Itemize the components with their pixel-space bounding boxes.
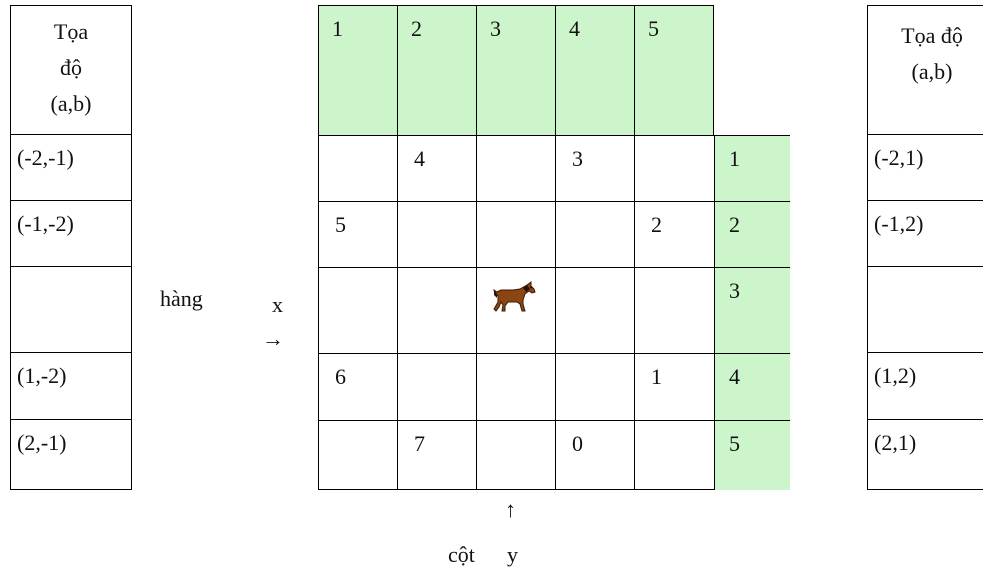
board-cell bbox=[397, 201, 476, 267]
right-table-row-1: (-2,1) bbox=[867, 135, 983, 201]
knight-cell bbox=[476, 267, 555, 353]
right-table-value: (2,1) bbox=[874, 430, 917, 455]
right-table-header: Tọa độ (a,b) bbox=[867, 5, 983, 135]
horse-icon bbox=[493, 281, 536, 312]
board-cell bbox=[318, 420, 397, 490]
row-number: 1 bbox=[729, 146, 740, 171]
column-label: cột bbox=[448, 542, 475, 567]
left-header-line-2: độ bbox=[60, 55, 82, 80]
move-number: 7 bbox=[414, 431, 425, 456]
board-cell bbox=[476, 420, 555, 490]
row-number-cell: 4 bbox=[714, 353, 790, 420]
column-number-cell: 4 bbox=[555, 5, 634, 135]
move-number: 2 bbox=[651, 212, 662, 237]
column-number: 3 bbox=[490, 16, 501, 41]
row-number: 5 bbox=[729, 431, 740, 456]
column-number-cell: 3 bbox=[476, 5, 555, 135]
board-cell bbox=[476, 201, 555, 267]
left-table-row-4: (1,-2) bbox=[10, 353, 132, 420]
right-table-value: (-2,1) bbox=[874, 145, 924, 170]
board-cell bbox=[318, 135, 397, 201]
board-cell: 7 bbox=[397, 420, 476, 490]
right-table-row-4: (1,2) bbox=[867, 353, 983, 420]
row-number: 4 bbox=[729, 364, 740, 389]
right-header-line-2: (a,b) bbox=[911, 59, 953, 84]
board-cell: 3 bbox=[555, 135, 634, 201]
left-header-line-3: (a,b) bbox=[50, 91, 92, 116]
left-table-row-2: (-1,-2) bbox=[10, 201, 132, 267]
left-table-row-1: (-2,-1) bbox=[10, 135, 132, 201]
row-number: 2 bbox=[729, 212, 740, 237]
right-table-value: (1,2) bbox=[874, 363, 917, 388]
left-table-row-3 bbox=[10, 267, 132, 353]
left-table-value: (-1,-2) bbox=[17, 211, 74, 236]
column-number: 5 bbox=[648, 16, 659, 41]
row-number-cell: 1 bbox=[714, 135, 790, 201]
board-cell bbox=[634, 420, 714, 490]
column-number: 4 bbox=[569, 16, 580, 41]
board-cell: 0 bbox=[555, 420, 634, 490]
left-table-value: (2,-1) bbox=[17, 430, 67, 455]
right-table-row-3 bbox=[867, 267, 983, 353]
column-number: 1 bbox=[332, 16, 343, 41]
right-header-line-1: Tọa độ bbox=[901, 23, 963, 48]
row-number-cell: 3 bbox=[714, 267, 790, 353]
move-number: 3 bbox=[572, 146, 583, 171]
right-table-value: (-1,2) bbox=[874, 211, 924, 236]
move-number: 5 bbox=[335, 212, 346, 237]
board-cell: 4 bbox=[397, 135, 476, 201]
row-label: hàng bbox=[160, 286, 203, 311]
board-cell bbox=[555, 267, 634, 353]
right-table-row-2: (-1,2) bbox=[867, 201, 983, 267]
board-cell bbox=[397, 267, 476, 353]
move-number: 0 bbox=[572, 431, 583, 456]
row-number: 3 bbox=[729, 278, 740, 303]
column-number-cell: 1 bbox=[318, 5, 397, 135]
board-cell bbox=[397, 353, 476, 420]
row-arrow: → bbox=[262, 326, 284, 351]
move-number: 1 bbox=[651, 364, 662, 389]
board-cell bbox=[318, 267, 397, 353]
left-table-value: (1,-2) bbox=[17, 363, 67, 388]
board-cell bbox=[634, 135, 714, 201]
board-cell: 5 bbox=[318, 201, 397, 267]
column-number-cell: 2 bbox=[397, 5, 476, 135]
move-number: 6 bbox=[335, 364, 346, 389]
column-variable: y bbox=[507, 542, 518, 567]
row-number-cell: 2 bbox=[714, 201, 790, 267]
left-table-value: (-2,-1) bbox=[17, 145, 74, 170]
column-number: 2 bbox=[411, 16, 422, 41]
board-cell: 1 bbox=[634, 353, 714, 420]
board-cell bbox=[476, 353, 555, 420]
row-number-cell: 5 bbox=[714, 420, 790, 490]
board-cell: 2 bbox=[634, 201, 714, 267]
left-header-line-1: Tọa bbox=[53, 19, 89, 44]
row-variable: x bbox=[272, 292, 283, 317]
column-arrow: ↑ bbox=[505, 497, 516, 522]
board-cell: 6 bbox=[318, 353, 397, 420]
board-cell bbox=[634, 267, 714, 353]
move-number: 4 bbox=[414, 146, 425, 171]
board-cell bbox=[555, 353, 634, 420]
board-cell bbox=[555, 201, 634, 267]
right-table-row-5: (2,1) bbox=[867, 420, 983, 490]
board-cell bbox=[476, 135, 555, 201]
left-table-header: Tọa độ (a,b) bbox=[10, 5, 132, 135]
column-number-cell: 5 bbox=[634, 5, 714, 135]
left-table-row-5: (2,-1) bbox=[10, 420, 132, 490]
